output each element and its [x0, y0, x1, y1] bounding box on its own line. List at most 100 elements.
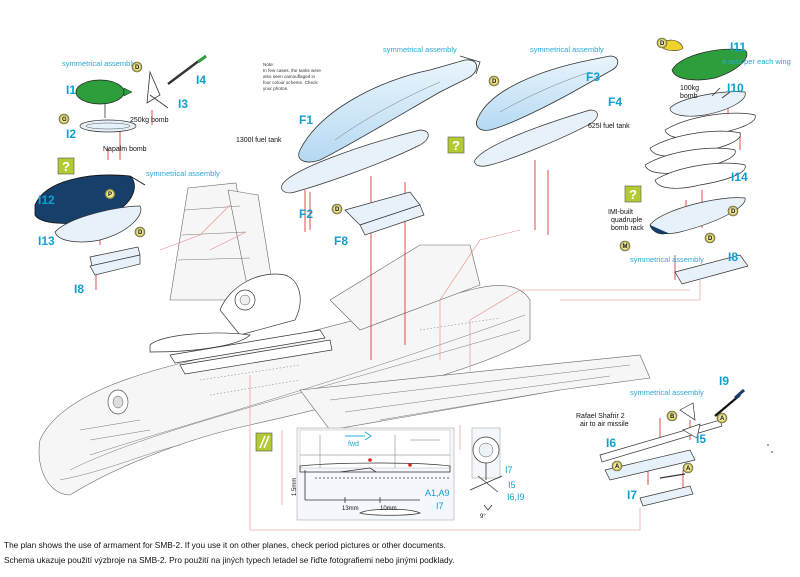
detail-labels: fwd 1.5mm 13mm 10mm 9° [292, 441, 486, 520]
label-I6I9-small: I6,I9 [507, 492, 525, 502]
tank-1300-pylon [281, 129, 429, 194]
bomb-100-group [644, 39, 756, 285]
label-I7-detail: I7 [436, 501, 444, 511]
marker-A-1: A [716, 412, 728, 424]
label-F8: F8 [334, 234, 348, 248]
help-boxes: ? ? ? [57, 136, 642, 452]
svg-text:D: D [138, 230, 143, 236]
help-box-2: ? [447, 136, 465, 154]
launch-rail-I7 [639, 485, 694, 507]
dim-13mm: 13mm [342, 506, 359, 512]
camo-note: Note: In few cases, the tanks were also … [263, 62, 322, 91]
label-I3: I3 [178, 97, 188, 111]
aircraft-outline [38, 182, 651, 496]
label-I9: I9 [719, 374, 729, 388]
marker-B-1: B [666, 410, 678, 422]
shafrir-group [599, 388, 745, 507]
help-box-1: ? [57, 157, 75, 175]
marker-G-1: G [58, 113, 70, 125]
label-I10: I10 [727, 81, 744, 95]
glue-markers: D G P D D D D D D M B A A A [58, 37, 739, 474]
label-F3: F3 [586, 70, 600, 84]
callout-250kg-bomb: 250kg bomb [130, 117, 169, 124]
note-sets-per-wing: 4 sets per each wing [722, 57, 791, 66]
label-I5: I5 [696, 432, 706, 446]
note-symmetrical-5: symmetrical assembly [630, 255, 704, 264]
tank-625-pylon [474, 109, 598, 167]
label-I5-small: I5 [508, 480, 516, 490]
note-symmetrical-6: symmetrical assembly [630, 388, 704, 397]
dim-1-5mm: 1.5mm [292, 478, 298, 496]
svg-text:D: D [492, 79, 497, 85]
tank-625-body [476, 55, 619, 131]
napalm-pylon [54, 205, 142, 243]
napalm-group [34, 174, 146, 276]
svg-text:A: A [615, 464, 620, 470]
caption-czech: Schema ukazuje použití výzbroje na SMB-2… [4, 555, 455, 565]
label-A1A9: A1,A9 [425, 488, 450, 498]
label-I1: I1 [66, 83, 76, 97]
marker-M-1: M [619, 240, 631, 252]
label-I12: I12 [38, 193, 55, 207]
svg-text:D: D [135, 65, 140, 71]
svg-text:?: ? [62, 159, 70, 174]
svg-text:G: G [62, 117, 67, 123]
svg-text:?: ? [629, 187, 637, 202]
label-F2: F2 [299, 207, 313, 221]
marker-A-3: A [682, 462, 694, 474]
callout-1300l-tank: 1300l fuel tank [236, 137, 282, 144]
label-I8-left: I8 [74, 282, 84, 296]
label-I8-right: I8 [728, 250, 738, 264]
detail-inset [296, 427, 503, 521]
callout-napalm-bomb: Napalm bomb [103, 146, 147, 153]
bomb-250-pylon [79, 119, 137, 133]
label-I6: I6 [606, 436, 616, 450]
note-symmetrical-2: symmetrical assembly [146, 169, 220, 178]
svg-text:D: D [660, 41, 665, 47]
dim-10mm: 10mm [380, 506, 397, 512]
caption-english: The plan shows the use of armament for S… [4, 540, 446, 550]
bomb-250-group [75, 54, 207, 133]
label-I4: I4 [196, 73, 206, 87]
label-I7-small: I7 [505, 465, 513, 475]
marker-D-1: D [131, 61, 143, 73]
marker-D-3: D [488, 75, 500, 87]
note-symmetrical-4: symmetrical assembly [530, 45, 604, 54]
label-I13: I13 [38, 234, 55, 248]
bomb-100-body [671, 48, 748, 81]
marker-P-1: P [104, 188, 116, 200]
marker-A-2: A [611, 460, 623, 472]
marker-D-7: D [704, 232, 716, 244]
svg-text:D: D [708, 236, 713, 242]
callout-625l-tank: 625l fuel tank [588, 123, 630, 130]
pylon-I8-right [674, 254, 749, 285]
angle-9deg: 9° [480, 514, 486, 520]
svg-text:M: M [623, 244, 628, 250]
bomb-250-body [75, 79, 125, 105]
label-F1: F1 [299, 113, 313, 127]
svg-text:D: D [731, 209, 736, 215]
svg-text:?: ? [452, 138, 460, 153]
callout-labels: 250kg bomb Napalm bomb 1300l fuel tank 6… [103, 85, 701, 428]
fwd-label: fwd [348, 441, 359, 448]
label-F4: F4 [608, 95, 622, 109]
assembly-notes: symmetrical assembly symmetrical assembl… [62, 45, 791, 397]
callout-shafrir: Rafael Shafrir 2 air to air missile [576, 413, 629, 428]
marker-D-2: D [134, 226, 146, 238]
missile-launcher [604, 449, 696, 481]
label-I7: I7 [627, 488, 637, 502]
label-I2: I2 [66, 127, 76, 141]
tank-625-group [474, 55, 619, 167]
callout-100kg-bomb: 100kg bomb [680, 85, 701, 100]
note-symmetrical-1: symmetrical assembly [62, 59, 136, 68]
marker-D-4: D [331, 203, 343, 215]
tank-1300-group [281, 55, 481, 236]
note-symmetrical-3: symmetrical assembly [383, 45, 457, 54]
svg-text:A: A [686, 466, 691, 472]
svg-text:D: D [335, 207, 340, 213]
parallel-lines-icon [255, 432, 273, 452]
part-labels: I1 I2 I3 I4 I5 I6 I7 I8 I8 I9 I10 I11 I1… [38, 40, 748, 511]
callout-imi-rack: IMI-built quadruple bomb rack [608, 209, 644, 232]
